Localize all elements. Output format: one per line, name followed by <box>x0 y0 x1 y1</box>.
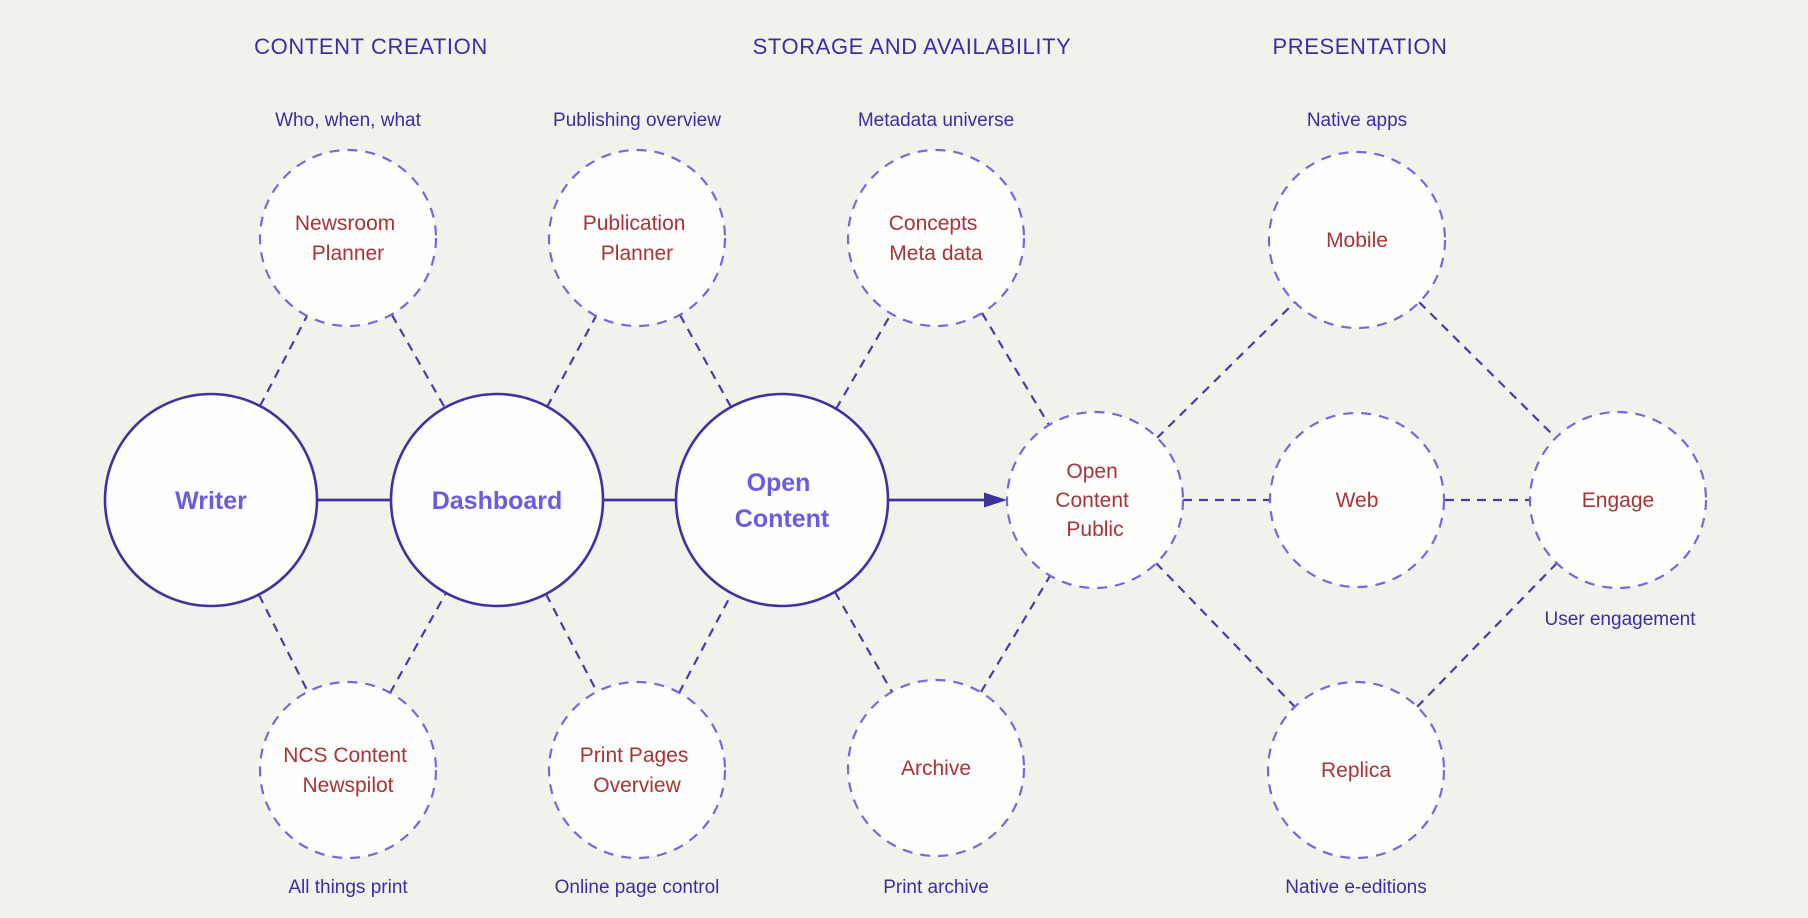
node-concepts-meta: Concepts Meta data <box>846 148 1026 328</box>
writer-circle <box>103 392 319 608</box>
section-header-storage: STORAGE AND AVAILABILITY <box>753 34 1072 59</box>
node-open-content: Open Content <box>674 392 890 608</box>
caption-print-pages: Online page control <box>555 877 720 898</box>
engage-circle <box>1528 410 1708 590</box>
mobile-label: Mobile <box>1326 229 1388 252</box>
node-mobile: Mobile <box>1267 150 1447 330</box>
edge-writer-ncs <box>258 594 309 693</box>
edge-publication-opencontent <box>679 314 732 408</box>
publication-planner-label: Publication Planner <box>583 212 692 265</box>
print-pages-label: Print Pages Overview <box>580 744 694 797</box>
caption-newsroom: Who, when, what <box>275 110 421 131</box>
ncs-content-label: NCS Content Newspilot <box>283 744 413 797</box>
replica-circle <box>1266 680 1446 860</box>
engage-label: Engage <box>1582 489 1654 512</box>
edge-opencontent-archive <box>834 591 893 693</box>
open-content-circle <box>674 392 890 608</box>
caption-engage: User engagement <box>1544 609 1696 630</box>
node-newsroom-planner: Newsroom Planner <box>258 148 438 328</box>
archive-circle <box>846 678 1026 858</box>
caption-ncs: All things print <box>288 877 408 898</box>
caption-archive: Print archive <box>883 877 989 898</box>
edge-dashboard-publication <box>546 315 597 408</box>
edge-archive-ocp <box>980 575 1051 693</box>
edge-mobile-engage <box>1418 301 1557 439</box>
dashboard-label: Dashboard <box>432 487 563 515</box>
concepts-meta-label: Concepts Meta data <box>889 212 984 265</box>
edge-concepts-ocp <box>981 312 1050 426</box>
node-publication-planner: Publication Planner <box>547 148 727 328</box>
publication-planner-circle <box>547 148 727 328</box>
caption-publication: Publishing overview <box>553 110 721 131</box>
caption-concepts: Metadata universe <box>858 110 1014 131</box>
section-header-presentation: PRESENTATION <box>1272 34 1447 59</box>
open-content-public-label: Open Content Public <box>1055 460 1134 541</box>
node-replica: Replica <box>1266 680 1446 860</box>
edge-ocp-replica <box>1155 562 1296 708</box>
newsroom-planner-label: Newsroom Planner <box>295 212 401 265</box>
edge-printpages-opencontent <box>678 592 733 694</box>
concepts-meta-circle <box>846 148 1026 328</box>
dashboard-circle <box>389 392 605 608</box>
edge-newsroom-dashboard <box>391 314 446 409</box>
caption-replica: Native e-editions <box>1285 877 1427 898</box>
caption-mobile: Native apps <box>1307 110 1407 131</box>
replica-label: Replica <box>1321 759 1391 782</box>
edge-opencontent-concepts <box>835 313 892 410</box>
section-header-content-creation: CONTENT CREATION <box>254 34 488 59</box>
node-web: Web <box>1268 411 1446 589</box>
edge-dashboard-printpages <box>545 593 598 693</box>
arrow-head-icon <box>984 492 1007 508</box>
node-ncs-content: NCS Content Newspilot <box>258 680 438 860</box>
print-pages-circle <box>547 680 727 860</box>
node-open-content-public: Open Content Public <box>1005 410 1185 590</box>
edge-replica-engage <box>1416 562 1558 708</box>
web-label: Web <box>1336 489 1379 512</box>
node-writer: Writer <box>103 392 319 608</box>
newsroom-planner-circle <box>258 148 438 328</box>
node-print-pages: Print Pages Overview <box>547 680 727 860</box>
archive-label: Archive <box>901 757 971 780</box>
edge-writer-newsroom <box>259 315 308 407</box>
web-circle <box>1268 411 1446 589</box>
edges <box>258 301 1558 708</box>
node-dashboard: Dashboard <box>389 392 605 608</box>
node-archive: Archive <box>846 678 1026 858</box>
edge-ocp-mobile <box>1156 301 1296 439</box>
node-engage: Engage <box>1528 410 1708 590</box>
ncs-content-circle <box>258 680 438 860</box>
edge-ncs-dashboard <box>389 592 447 694</box>
writer-label: Writer <box>175 487 247 515</box>
open-content-public-circle <box>1005 410 1185 590</box>
mobile-circle <box>1267 150 1447 330</box>
open-content-label: Open Content <box>735 469 830 533</box>
